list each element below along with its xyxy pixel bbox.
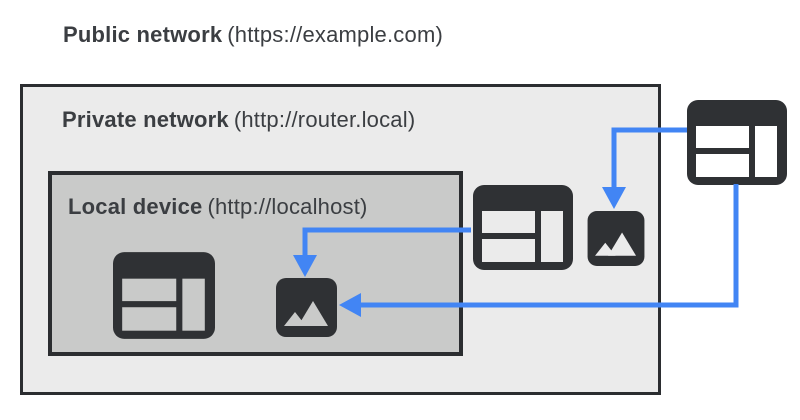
browser-window-icon	[687, 100, 787, 185]
public-network-label: Public network(https://example.com)	[63, 22, 443, 48]
local-device-label: Local device(http://localhost)	[68, 194, 368, 220]
local-device-box: Local device(http://localhost)	[48, 171, 463, 356]
public-network-url: (https://example.com)	[227, 22, 443, 47]
browser-window-icon	[473, 185, 573, 270]
local-device-name: Local device	[68, 194, 203, 219]
image-icon	[587, 211, 645, 266]
browser-window-icon	[113, 252, 215, 339]
local-device-url: (http://localhost)	[207, 194, 368, 219]
public-network-name: Public network	[63, 22, 223, 47]
image-icon	[276, 278, 337, 337]
private-network-label: Private network(http://router.local)	[62, 107, 415, 133]
private-network-name: Private network	[62, 107, 229, 132]
private-network-url: (http://router.local)	[233, 107, 416, 132]
